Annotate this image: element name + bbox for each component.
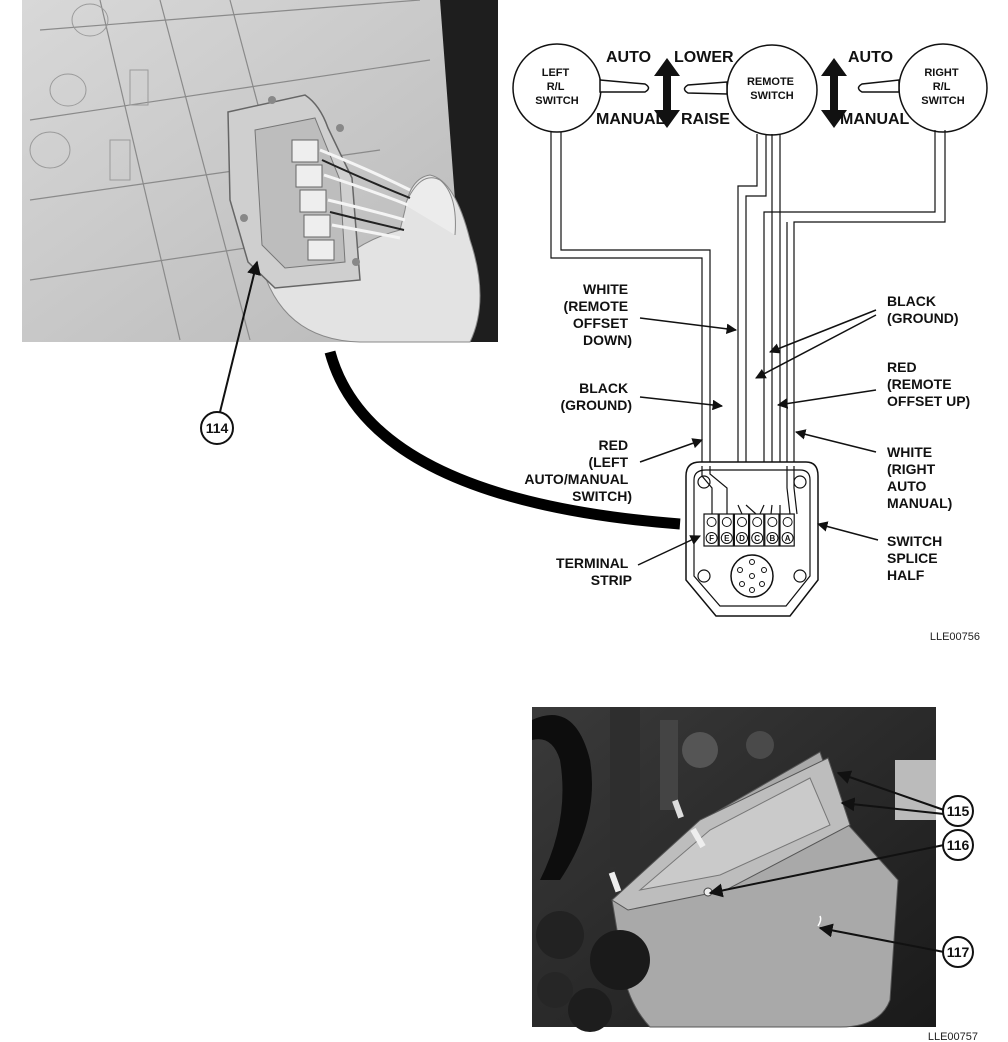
label-white-right-auto-manual: WHITE (RIGHT AUTO MANUAL) xyxy=(887,444,952,511)
right-switch-label: RIGHT R/L SWITCH xyxy=(921,67,964,107)
callout-114-label: 114 xyxy=(206,420,229,436)
label-red-remote-offset-up: RED (REMOTE OFFSET UP) xyxy=(887,359,970,409)
label-red-left-auto-manual: RED (LEFT AUTO/MANUAL SWITCH) xyxy=(524,437,632,504)
left-double-arrow-icon xyxy=(654,58,680,128)
photo-to-diagram-leader xyxy=(324,350,681,530)
terminal-b: B xyxy=(764,513,780,547)
terminal-label: E xyxy=(724,534,730,543)
terminal-f: F xyxy=(703,513,719,547)
figure-code-bottom: LLE00757 xyxy=(928,1031,978,1042)
right-auto-label: AUTO xyxy=(848,49,893,66)
svg-text:115: 115 xyxy=(947,803,970,819)
label-switch-splice-half: SWITCH SPLICE HALF xyxy=(887,533,946,583)
right-manual-label: MANUAL xyxy=(840,111,910,128)
left-auto-label: AUTO xyxy=(606,49,651,66)
callout-115: 115 xyxy=(836,770,974,827)
svg-text:116: 116 xyxy=(947,837,970,853)
callout-114: 114 xyxy=(200,260,261,445)
callout-117: 117 xyxy=(817,915,974,968)
svg-text:117: 117 xyxy=(947,944,970,960)
terminal-label: F xyxy=(709,534,714,543)
label-white-remote-offset-down: WHITE (REMOTE OFFSET DOWN) xyxy=(564,281,632,348)
terminal-label: C xyxy=(754,534,760,543)
terminal-label: B xyxy=(770,534,776,543)
right-toggle-lever xyxy=(857,79,900,93)
terminal-label: D xyxy=(739,534,745,543)
terminal-c: C xyxy=(748,513,765,547)
terminal-label: A xyxy=(785,534,791,543)
wire-harness xyxy=(550,130,946,505)
remote-lower-label: LOWER xyxy=(674,49,734,66)
figure-code-top: LLE00756 xyxy=(930,631,980,643)
terminal-a: A xyxy=(779,513,795,547)
label-black-ground-left: BLACK (GROUND) xyxy=(560,380,632,413)
callout-116: 116 xyxy=(708,829,974,898)
terminal-d: D xyxy=(733,513,750,547)
remote-toggle-lever xyxy=(683,81,728,95)
left-manual-label: MANUAL xyxy=(596,111,666,128)
remote-raise-label: RAISE xyxy=(681,111,730,128)
label-black-ground-right: BLACK (GROUND) xyxy=(887,293,959,326)
terminal-e: E xyxy=(718,513,735,547)
round-connector xyxy=(730,554,774,598)
right-double-arrow-icon xyxy=(821,58,847,128)
connector-photo xyxy=(22,0,498,343)
label-terminal-strip: TERMINAL STRIP xyxy=(556,555,632,588)
left-toggle-lever xyxy=(599,79,650,93)
left-switch-label: LEFT R/L SWITCH xyxy=(535,67,578,107)
switch-box-photo xyxy=(532,707,936,1032)
remote-switch-label: REMOTE SWITCH xyxy=(747,76,797,102)
